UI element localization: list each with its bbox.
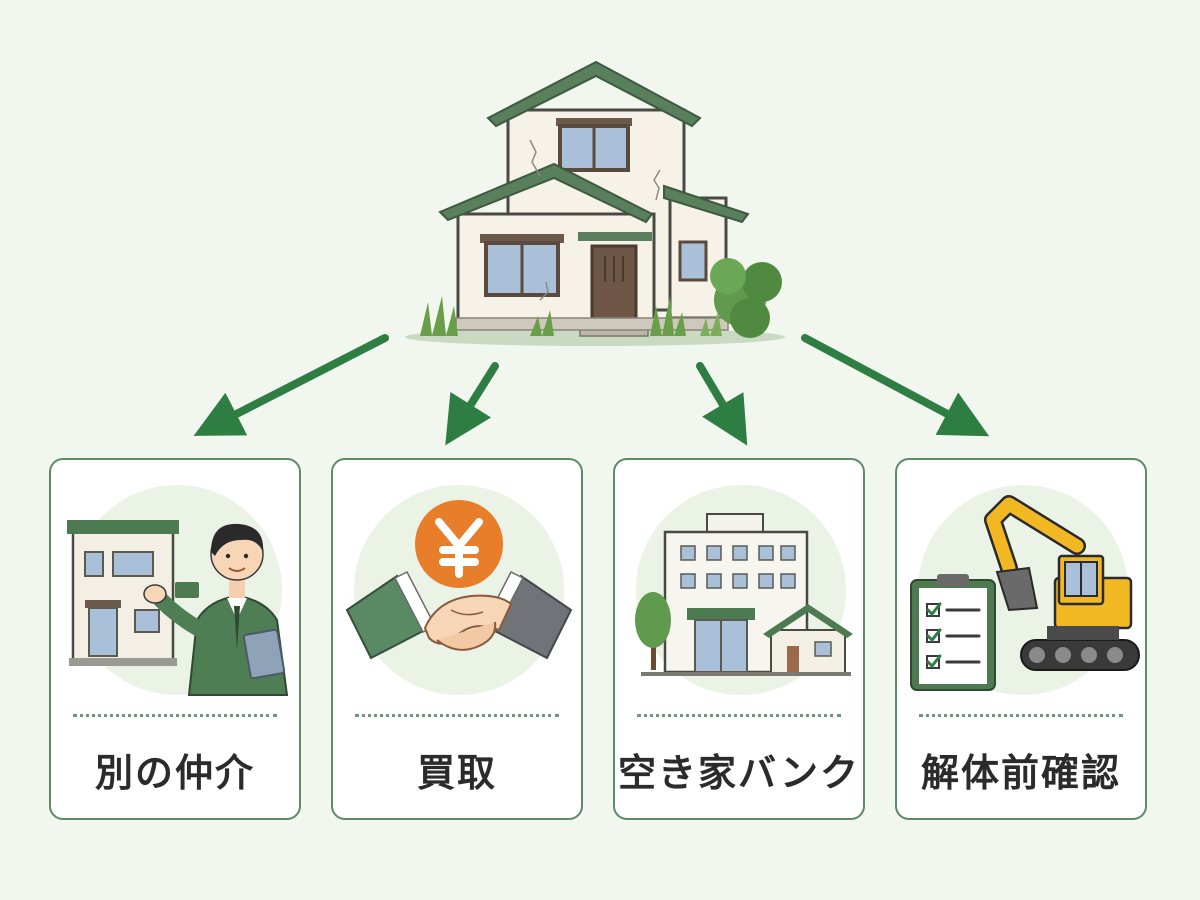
option-card-buyout[interactable]: 買取 [331, 458, 583, 820]
yen-handshake-icon [345, 485, 573, 695]
option-label: 別の仲介 [94, 751, 255, 795]
option-card-pre-demolition[interactable]: 解体前確認 [895, 458, 1147, 820]
card-divider [919, 714, 1123, 717]
arrow-to-option-1 [193, 334, 389, 436]
checklist-excavator-icon [910, 485, 1140, 695]
arrow-to-option-2 [445, 362, 499, 446]
option-card-agent[interactable]: 別の仲介 [49, 458, 301, 820]
card-divider [355, 714, 559, 717]
real-estate-agent-icon [67, 485, 289, 696]
card-divider [73, 714, 277, 717]
old-house-icon [405, 60, 785, 346]
diagram-scene [193, 60, 990, 446]
flow-arrows [193, 334, 990, 446]
option-card-akiya-bank[interactable]: 空き家バンク [613, 458, 865, 820]
arrow-to-option-4 [801, 334, 990, 437]
municipal-building-icon [635, 485, 853, 695]
arrow-to-option-3 [696, 362, 748, 446]
option-label: 空き家バンク [618, 751, 860, 795]
card-divider [637, 714, 841, 717]
option-label: 買取 [416, 751, 497, 795]
option-label: 解体前確認 [920, 751, 1121, 795]
